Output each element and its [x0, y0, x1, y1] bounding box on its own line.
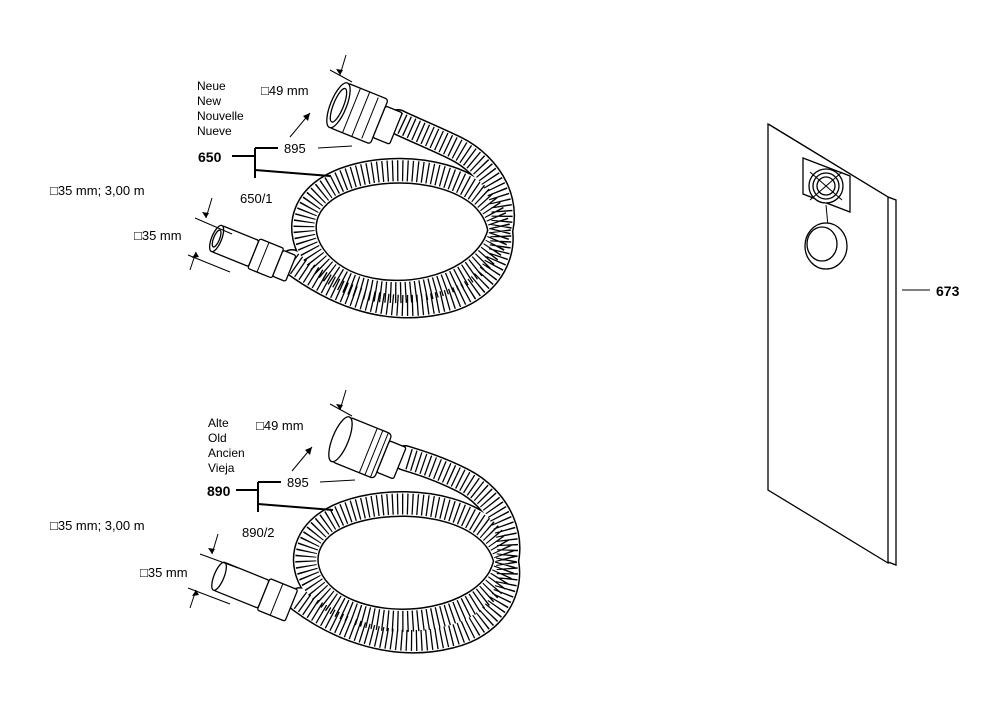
hose-spec-label: □35 mm; 3,00 m [50, 183, 145, 198]
note-line-4: Nueve [197, 124, 232, 138]
note-line-4: Vieja [208, 461, 235, 475]
part-number-650-1: 650/1 [240, 191, 273, 206]
note-line-2: Old [208, 431, 227, 445]
hose-assembly-old: Alte Old Ancien Vieja 890 895 890/2 □49 … [50, 389, 521, 654]
dim-35mm-label: □35 mm [140, 565, 188, 580]
filter-bag: 673 [767, 122, 960, 566]
dim-49mm-label: □49 mm [256, 418, 304, 433]
bag-seal-cap [804, 204, 848, 270]
part-number-673: 673 [936, 283, 960, 299]
part-number-650: 650 [198, 149, 222, 165]
note-line-3: Ancien [208, 446, 245, 460]
hose-coil [287, 445, 521, 654]
dimension-49mm [291, 389, 353, 472]
hose-coil [279, 109, 516, 319]
hose-assembly-new: Neue New Nouvelle Nueve 650 895 650/1 □4… [50, 54, 516, 319]
part-number-890: 890 [207, 483, 231, 499]
dimension-35mm [187, 533, 239, 609]
part-number-895: 895 [287, 475, 309, 490]
dim-35mm-label: □35 mm [134, 228, 182, 243]
leader-lines [232, 145, 353, 178]
large-end-cuff [328, 416, 407, 480]
leader-lines [236, 479, 356, 512]
dimension-35mm [187, 197, 233, 273]
bag-collar [802, 157, 851, 213]
dim-49mm-label: □49 mm [261, 83, 309, 98]
note-line-2: New [197, 94, 221, 108]
dimension-49mm [289, 54, 353, 138]
small-end-connector [208, 224, 297, 282]
part-number-890-2: 890/2 [242, 525, 275, 540]
part-number-895: 895 [284, 141, 306, 156]
note-line-1: Neue [197, 79, 226, 93]
large-end-cuff [326, 82, 403, 145]
hose-spec-label: □35 mm; 3,00 m [50, 518, 145, 533]
small-end-connector [211, 561, 298, 622]
note-line-1: Alte [208, 416, 229, 430]
note-line-3: Nouvelle [197, 109, 244, 123]
